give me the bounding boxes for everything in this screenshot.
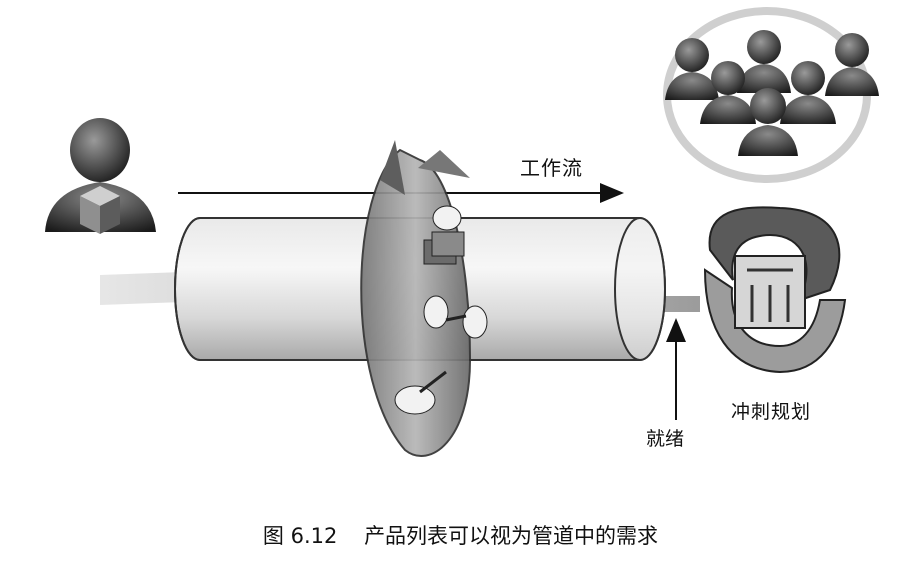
- figure-caption-text: 产品列表可以视为管道中的需求: [364, 524, 658, 548]
- ready-label: 就绪: [646, 424, 684, 451]
- team-member-icon: [825, 33, 879, 96]
- product-owner-icon: [45, 118, 156, 234]
- figure-number: 图 6.12: [263, 524, 337, 548]
- workflow-label: 工作流: [520, 152, 583, 181]
- sprint-planning-cycle-icon: [705, 207, 845, 372]
- product-box-icon: [80, 186, 120, 234]
- grooming-ring: [361, 140, 487, 456]
- team-icon: [665, 11, 879, 179]
- team-member-icon: [737, 30, 791, 93]
- figure-caption: 图 6.12 产品列表可以视为管道中的需求: [0, 520, 921, 550]
- sprint-planning-label: 冲刺规划: [731, 397, 811, 424]
